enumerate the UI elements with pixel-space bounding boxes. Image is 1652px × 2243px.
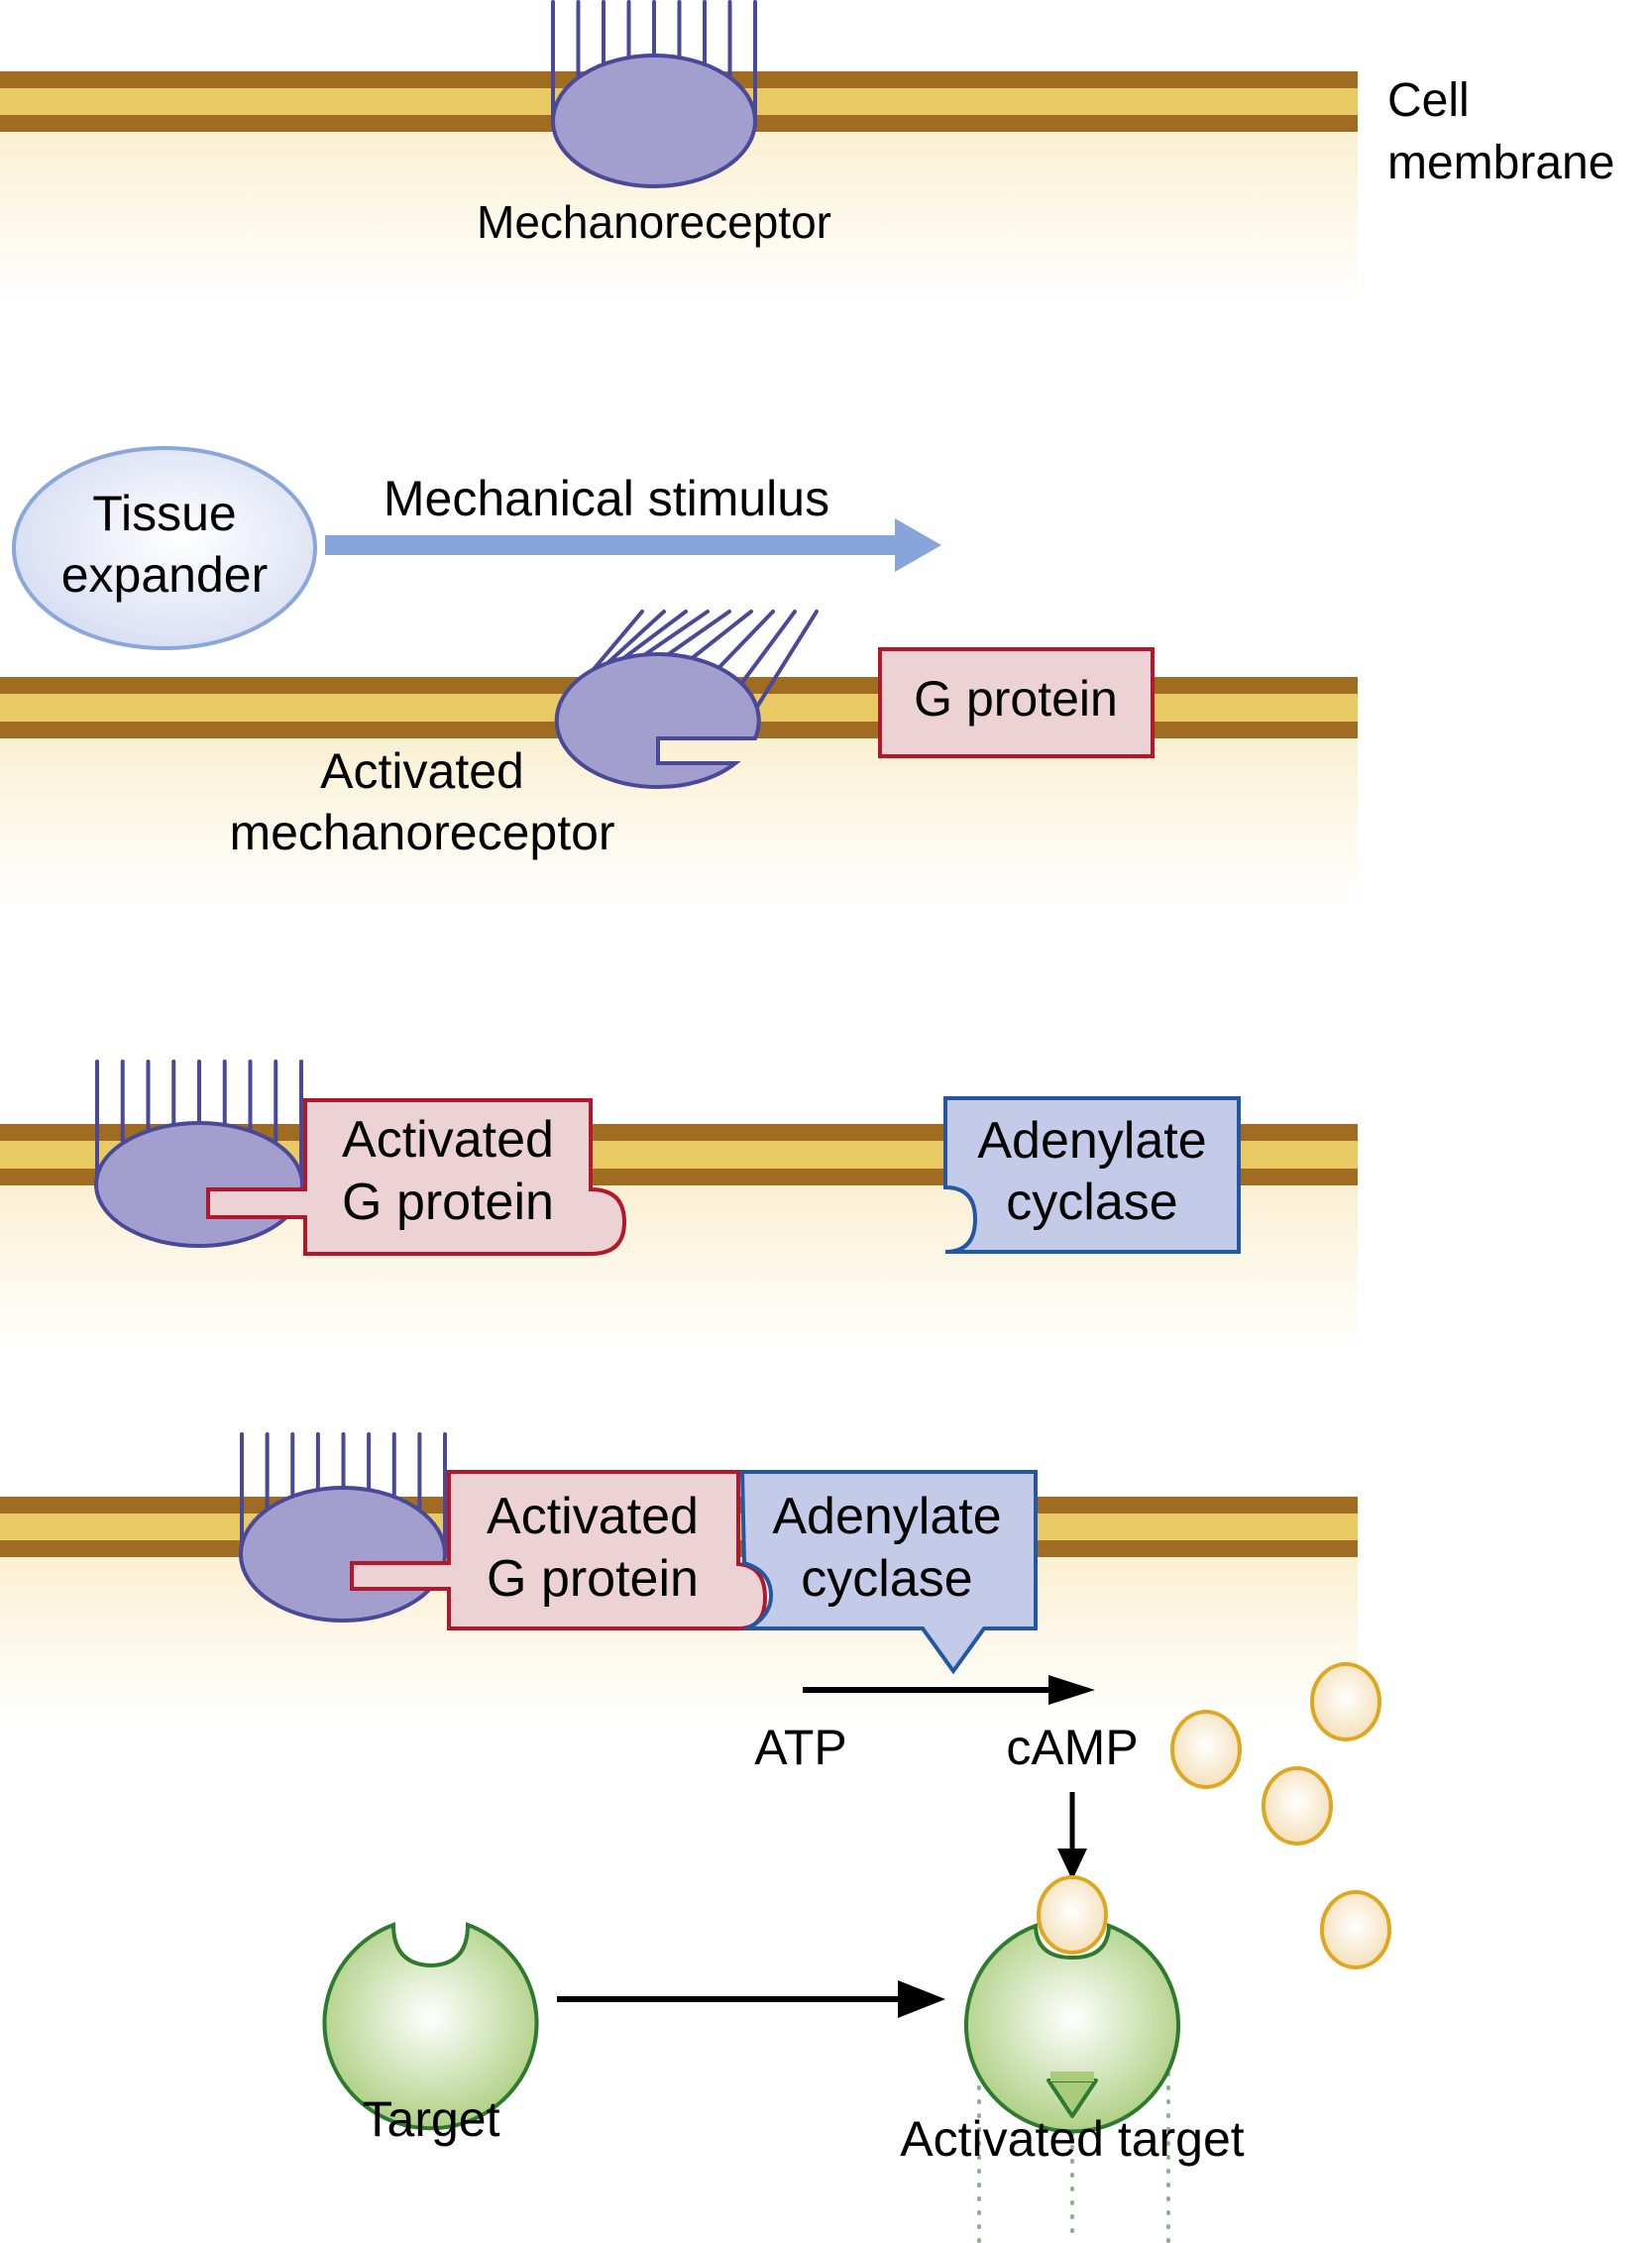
activation-dotted-lines — [977, 2030, 1170, 2243]
camp-molecule — [1170, 1710, 1242, 1789]
cell-membrane-label-line1: Cell — [1387, 74, 1470, 127]
camp-molecule — [1262, 1766, 1333, 1846]
stage-2: Tissue expander Mechanical stimulus Acti… — [0, 446, 1358, 907]
adenylate-cyclase-label-line1: Adenylate — [772, 1488, 1001, 1545]
camp-to-target-arrow — [1057, 1792, 1087, 1880]
target — [322, 1922, 539, 2131]
target-activation-arrow — [557, 1980, 945, 2018]
mechanoreceptor-label: Mechanoreceptor — [477, 196, 831, 248]
mechanical-stimulus-label: Mechanical stimulus — [384, 471, 829, 526]
activated-target-label: Activated target — [900, 2111, 1245, 2167]
stage-3: Activated G protein Adenylate cyclase — [0, 1060, 1358, 1354]
camp-molecules — [1170, 1662, 1391, 1969]
activated-mechanoreceptor-label-line2: mechanoreceptor — [229, 805, 614, 860]
activated-mechanoreceptor — [554, 610, 819, 790]
atp-label: ATP — [754, 1720, 847, 1775]
activated-mechanoreceptor-label-line1: Activated — [320, 743, 524, 799]
activated-mechanoreceptor — [239, 1432, 447, 1623]
mechanoreceptor — [551, 0, 757, 188]
tissue-expander-label-line1: Tissue — [92, 486, 236, 541]
adenylate-cyclase-label-line1: Adenylate — [977, 1112, 1206, 1170]
activated-g-protein-label-line2: G protein — [487, 1550, 699, 1608]
target-label: Target — [363, 2091, 500, 2147]
activated-g-protein-label-line2: G protein — [342, 1174, 554, 1231]
adenylate-cyclase: Adenylate cyclase — [943, 1096, 1241, 1254]
camp-molecule — [1310, 1662, 1381, 1741]
tissue-expander-label-line2: expander — [61, 547, 269, 603]
stage-1: Mechanoreceptor Cell membrane — [0, 0, 1614, 300]
activated-target — [964, 1923, 1180, 2134]
adenylate-cyclase-label-line2: cyclase — [801, 1550, 972, 1608]
adenylate-cyclase-label-line2: cyclase — [1006, 1174, 1177, 1231]
atp-to-camp-arrow — [803, 1675, 1095, 1705]
mechanical-stimulus-arrow — [325, 518, 941, 572]
camp-label: cAMP — [1006, 1720, 1138, 1775]
g-protein: G protein — [878, 647, 1155, 758]
adenylate-cyclase: Adenylate cyclase — [739, 1470, 1038, 1675]
activated-g-protein: Activated G protein — [350, 1470, 768, 1630]
activated-g-protein-label-line1: Activated — [487, 1488, 699, 1545]
g-protein-label: G protein — [914, 671, 1118, 727]
tissue-expander: Tissue expander — [12, 446, 317, 650]
cell-membrane-label-line2: membrane — [1387, 137, 1614, 189]
camp-molecule — [1037, 1875, 1108, 1955]
cilia — [95, 1060, 303, 1186]
camp-molecule — [1320, 1890, 1391, 1969]
activated-g-protein-label-line1: Activated — [342, 1111, 554, 1169]
activated-g-protein: Activated G protein — [206, 1098, 627, 1256]
stage-4: Activated G protein Adenylate cyclase AT… — [0, 1432, 1391, 2243]
